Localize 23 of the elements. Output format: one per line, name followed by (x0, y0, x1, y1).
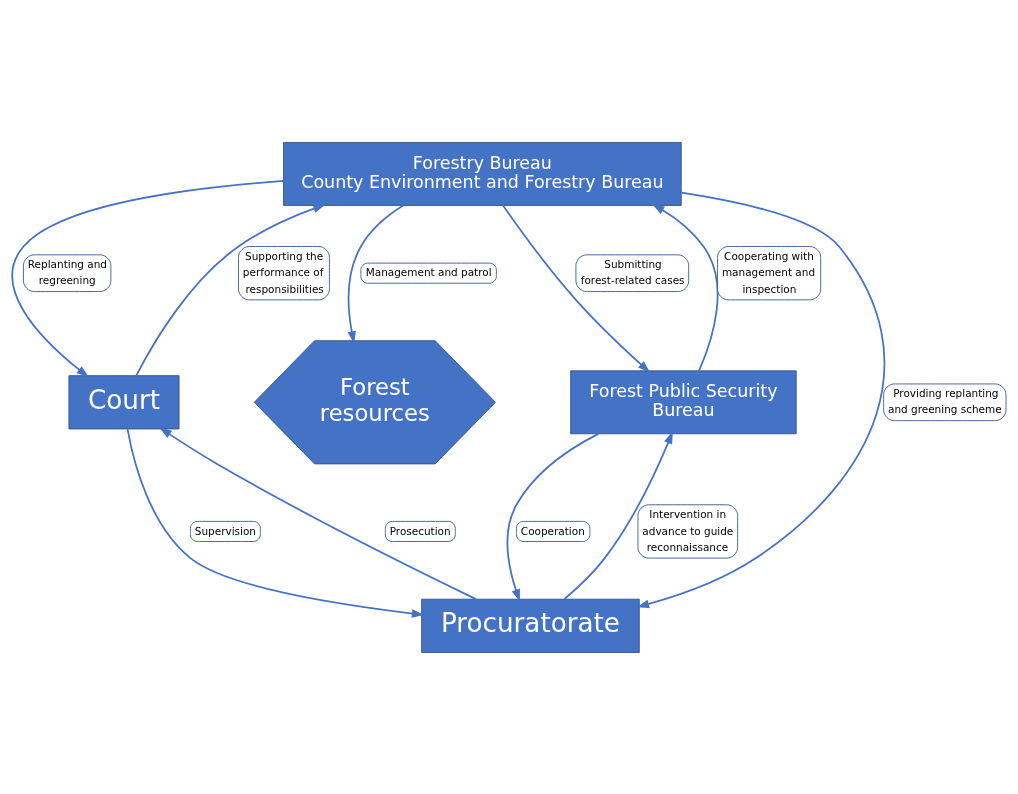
edge-label: Supporting the performance of responsibilities (242, 249, 324, 295)
node-box: Forestry Bureau County Environment and Forestry Bureau (283, 141, 682, 206)
edge-label: Providing replanting and greening scheme (887, 386, 1002, 415)
arrow (135, 204, 326, 376)
arrow (126, 427, 425, 618)
arrow (11, 179, 285, 377)
edge-label: Supervision (194, 524, 256, 537)
arrow (652, 203, 719, 372)
node-box: Procuratorate (421, 598, 640, 653)
arrow (506, 432, 600, 602)
edge-label: Intervention in advance to guide reconnaissance (642, 507, 734, 553)
arrow (347, 204, 405, 344)
arrow (502, 204, 651, 373)
node-box: Forest Public Security Bureau (570, 369, 797, 434)
edge-label: Cooperating with management and inspection (721, 249, 816, 295)
edge-label: Prosecution (389, 524, 451, 537)
edge-label: Submitting forest-related cases (580, 257, 685, 286)
arrow (563, 430, 673, 600)
arrow (159, 427, 477, 600)
edge-label: Cooperation (520, 524, 585, 537)
edge-label: Management and patrol (365, 265, 492, 278)
edge-label: Replanting and regreening (27, 257, 107, 286)
node-box: Court (68, 374, 180, 429)
